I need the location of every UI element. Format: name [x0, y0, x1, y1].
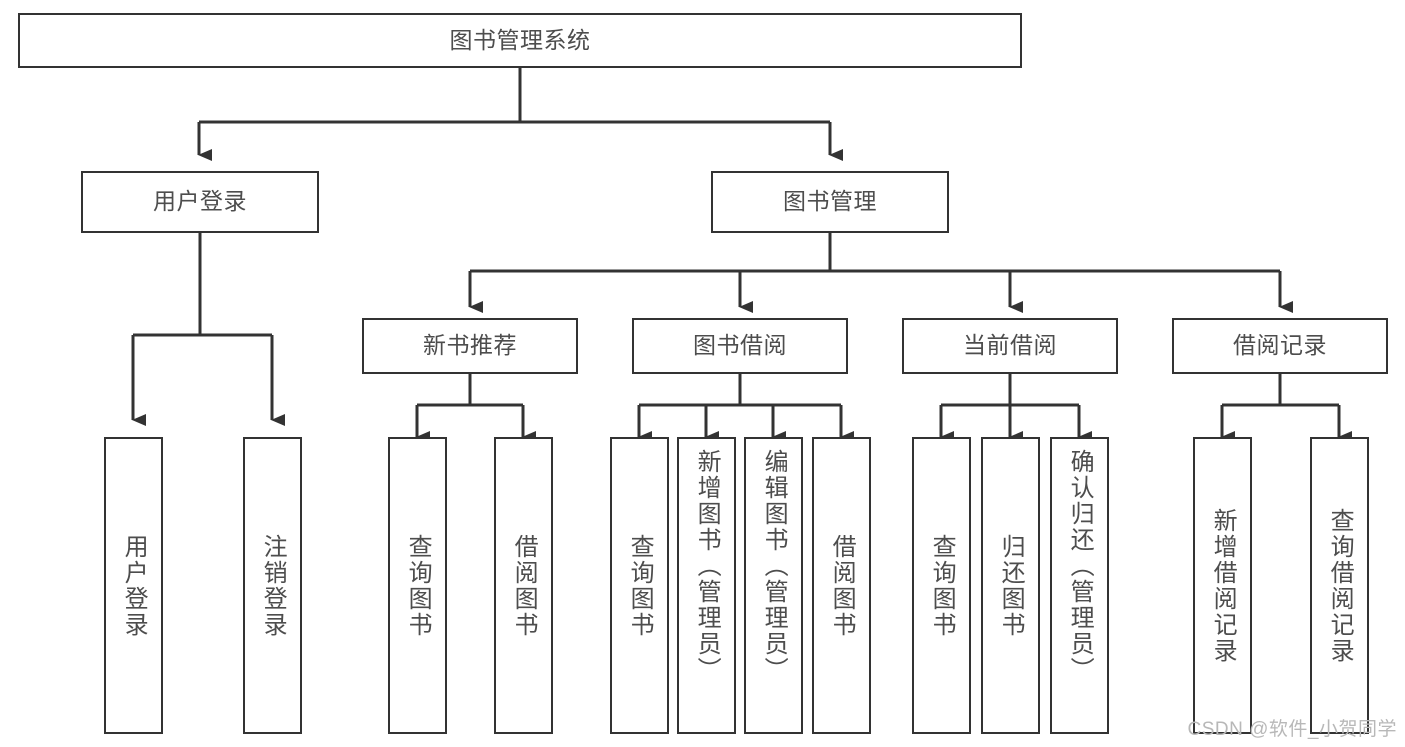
node-label: 新增图书（管理员） — [693, 449, 721, 683]
leaf-add-book-admin[interactable]: 新增图书（管理员） — [677, 437, 736, 734]
node-label: 图书管理系统 — [449, 26, 591, 53]
node-label: 编辑图书（管理员） — [760, 449, 788, 683]
node-label: 借阅图书 — [828, 533, 856, 638]
node-label: 确认归还（管理员） — [1066, 449, 1094, 683]
node-label: 图书借阅 — [693, 332, 787, 359]
leaf-query-borrow-record[interactable]: 查询借阅记录 — [1310, 437, 1369, 734]
node-label: 新增借阅记录 — [1209, 507, 1237, 664]
node-label: 注销登录 — [259, 533, 287, 638]
leaf-edit-book-admin[interactable]: 编辑图书（管理员） — [744, 437, 803, 734]
leaf-query-books-current[interactable]: 查询图书 — [912, 437, 971, 734]
node-book-management[interactable]: 图书管理 — [711, 171, 949, 233]
leaf-logout[interactable]: 注销登录 — [243, 437, 302, 734]
leaf-query-books-borrowing[interactable]: 查询图书 — [610, 437, 669, 734]
leaf-add-borrow-record[interactable]: 新增借阅记录 — [1193, 437, 1252, 734]
node-new-book-recommendation[interactable]: 新书推荐 — [362, 318, 578, 374]
node-label: 借阅记录 — [1233, 332, 1327, 359]
node-borrow-records[interactable]: 借阅记录 — [1172, 318, 1388, 374]
node-root-library-management-system[interactable]: 图书管理系统 — [18, 13, 1022, 68]
node-label: 新书推荐 — [423, 332, 517, 359]
node-label: 当前借阅 — [963, 332, 1057, 359]
node-label: 图书管理 — [783, 188, 877, 215]
node-label: 查询图书 — [928, 533, 956, 638]
node-label: 查询图书 — [626, 533, 654, 638]
node-label: 用户登录 — [120, 533, 148, 638]
node-label: 归还图书 — [997, 533, 1025, 638]
node-label: 查询图书 — [404, 533, 432, 638]
node-book-borrowing[interactable]: 图书借阅 — [632, 318, 848, 374]
leaf-query-books-recommendation[interactable]: 查询图书 — [388, 437, 447, 734]
node-current-borrowing[interactable]: 当前借阅 — [902, 318, 1118, 374]
leaf-user-login[interactable]: 用户登录 — [104, 437, 163, 734]
node-user-login[interactable]: 用户登录 — [81, 171, 319, 233]
node-label: 用户登录 — [153, 188, 247, 215]
node-label: 查询借阅记录 — [1326, 507, 1354, 664]
leaf-borrow-books-borrowing[interactable]: 借阅图书 — [812, 437, 871, 734]
node-label: 借阅图书 — [510, 533, 538, 638]
leaf-return-books[interactable]: 归还图书 — [981, 437, 1040, 734]
leaf-borrow-books-recommendation[interactable]: 借阅图书 — [494, 437, 553, 734]
leaf-confirm-return-admin[interactable]: 确认归还（管理员） — [1050, 437, 1109, 734]
